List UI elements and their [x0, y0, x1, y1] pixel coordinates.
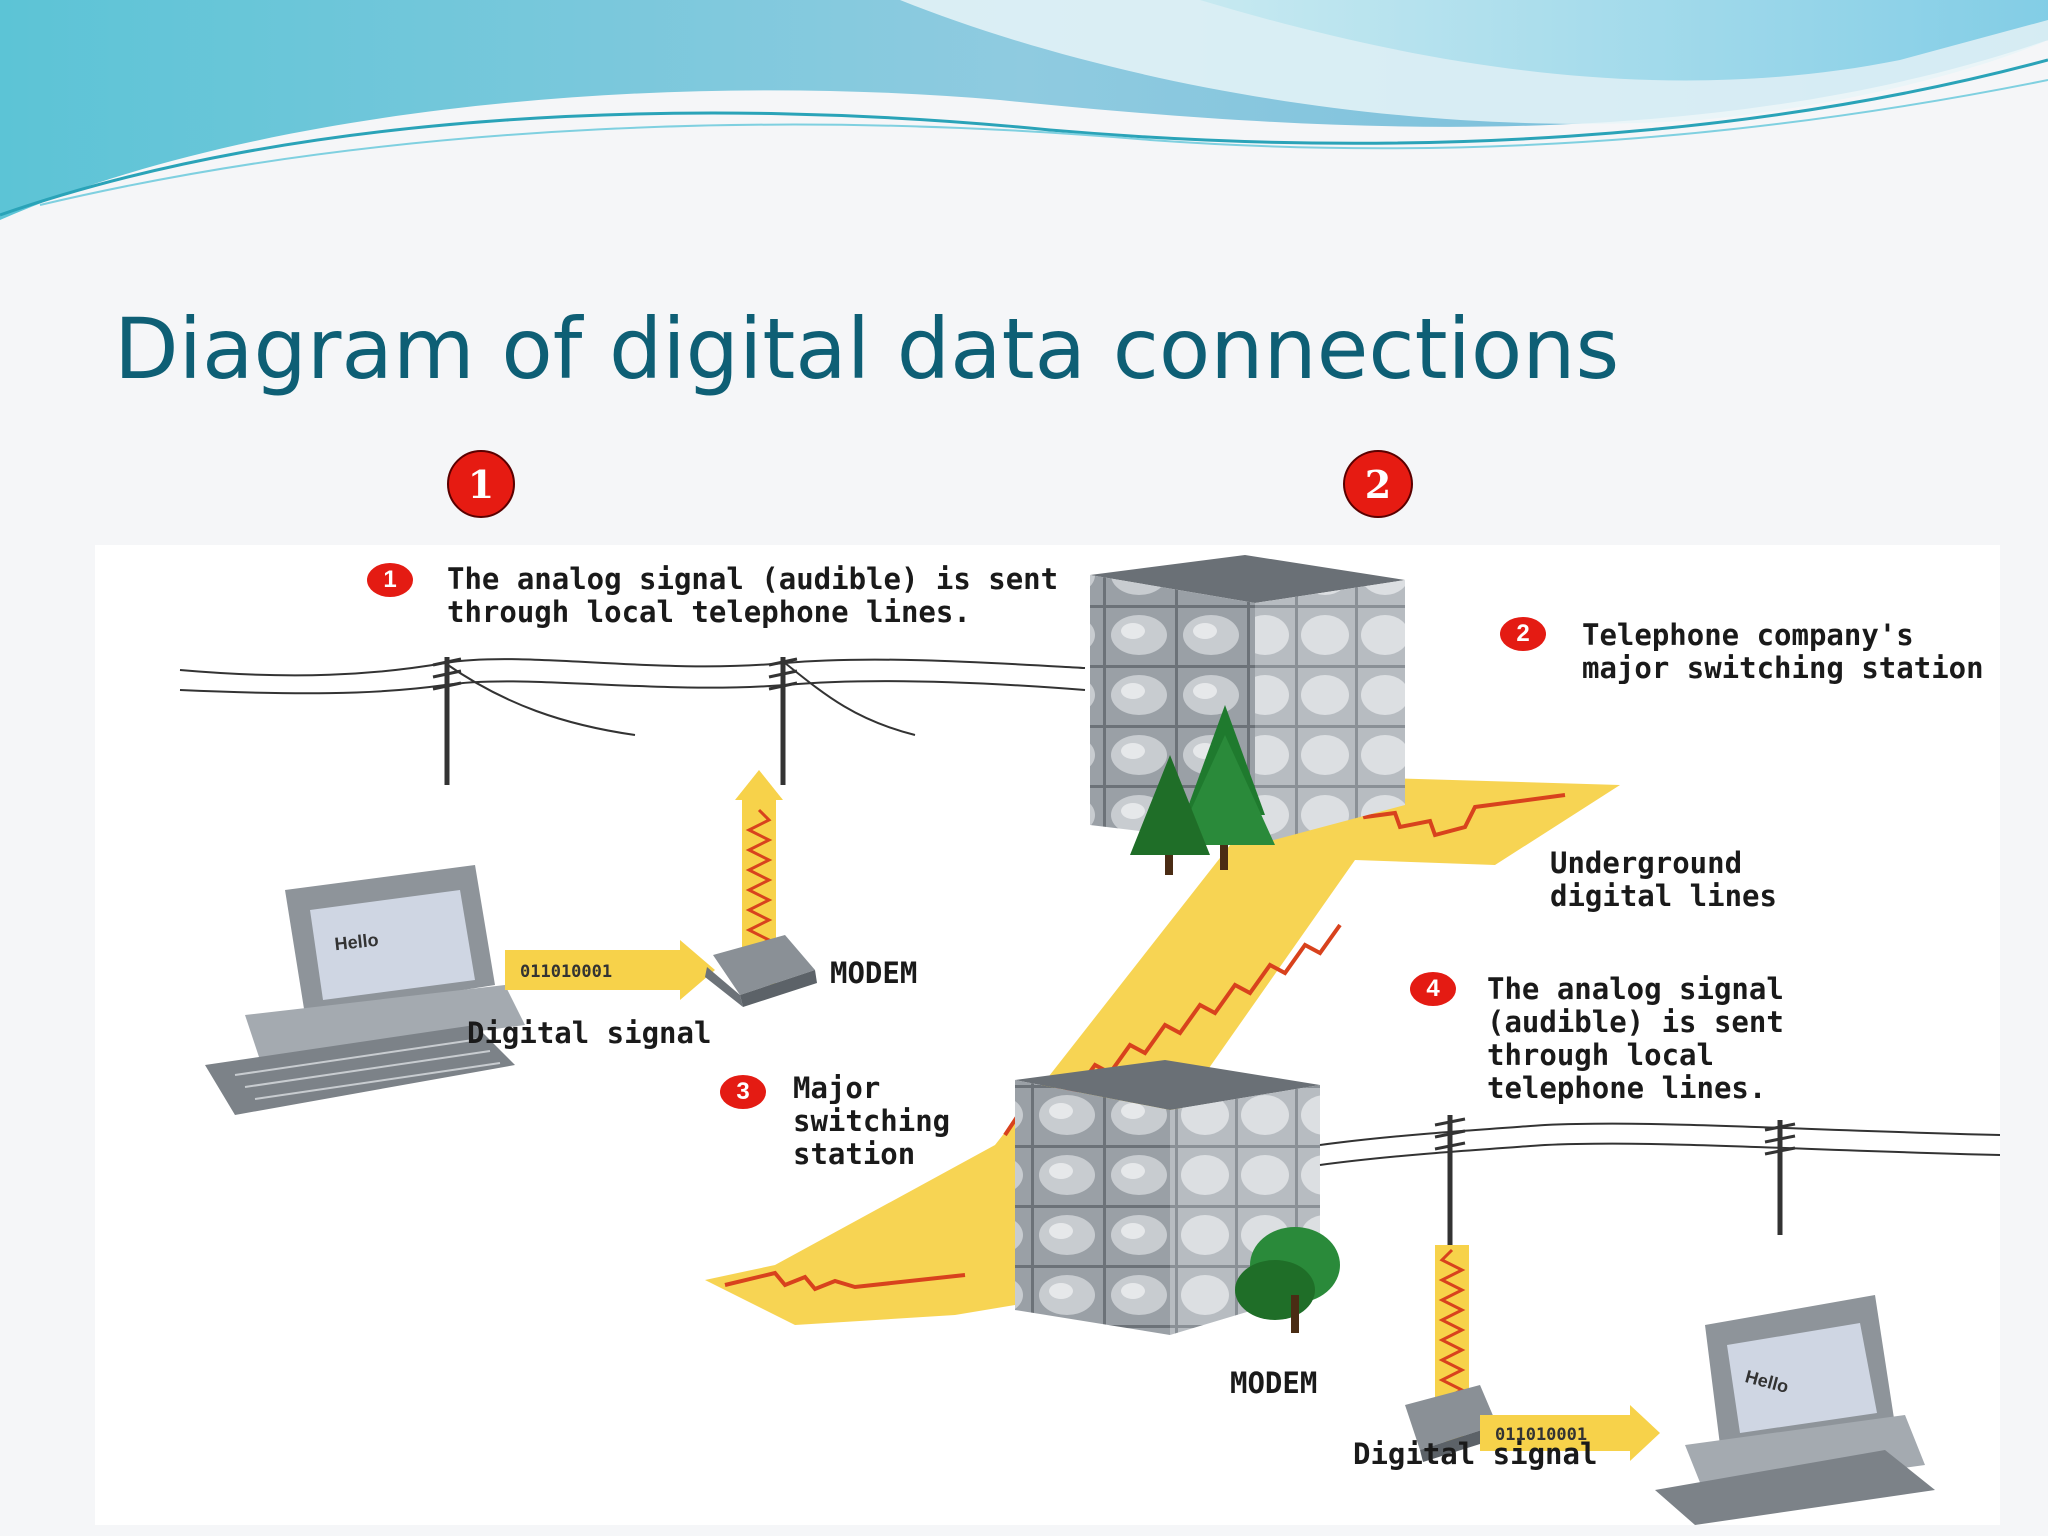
modem-right-label: MODEM: [1230, 1366, 1318, 1400]
tree-lower: [1235, 1227, 1340, 1333]
modem-left: [705, 935, 817, 1007]
trees-upper: [1130, 705, 1275, 875]
step-3-bullet: 3: [720, 1075, 766, 1109]
digital-connections-diagram: Hello 011010001: [95, 545, 2000, 1525]
telephone-pole-lower-right: [1764, 1120, 1796, 1235]
underground-digital-lines-label: Underground digital lines: [1550, 846, 1777, 913]
digital-signal-left-label: Digital signal: [467, 1016, 712, 1050]
step-4-bullet: 4: [1410, 972, 1456, 1006]
telephone-pole-left: [432, 657, 462, 785]
telephone-pole-middle: [768, 657, 798, 785]
step-2-bullet: 2: [1500, 617, 1546, 651]
marker-1: 1: [447, 450, 515, 518]
step-1-label: The analog signal (audible) is sent thro…: [447, 562, 1059, 629]
diagram-illustration: Hello 011010001: [95, 545, 2000, 1525]
digital-arrow-left: 011010001: [505, 940, 715, 1000]
step-3-label: Major switching station: [793, 1071, 951, 1171]
marker-2: 2: [1343, 450, 1413, 518]
screen-text-left: Hello: [334, 930, 380, 954]
step-4-label: The analog signal (audible) is sent thro…: [1487, 972, 1784, 1105]
bits-left: 011010001: [520, 962, 612, 982]
step-2-label: Telephone company's major switching stat…: [1582, 618, 1984, 685]
header-wave-decoration: [0, 0, 2048, 220]
digital-arrow-right: 011010001: [1480, 1405, 1660, 1461]
bits-right: 011010001: [1495, 1425, 1587, 1445]
upper-telephone-lines: [179, 658, 1086, 736]
computer-left: Hello: [205, 865, 525, 1115]
modem-left-label: MODEM: [830, 956, 918, 990]
digital-signal-right-label: Digital signal: [1353, 1437, 1598, 1471]
lower-telephone-lines: [1319, 1122, 2000, 1166]
slide-title: Diagram of digital data connections: [114, 300, 1620, 398]
computer-right: Hello: [1655, 1295, 1935, 1525]
step-1-bullet: 1: [367, 563, 413, 597]
modem-right: [1405, 1385, 1499, 1462]
